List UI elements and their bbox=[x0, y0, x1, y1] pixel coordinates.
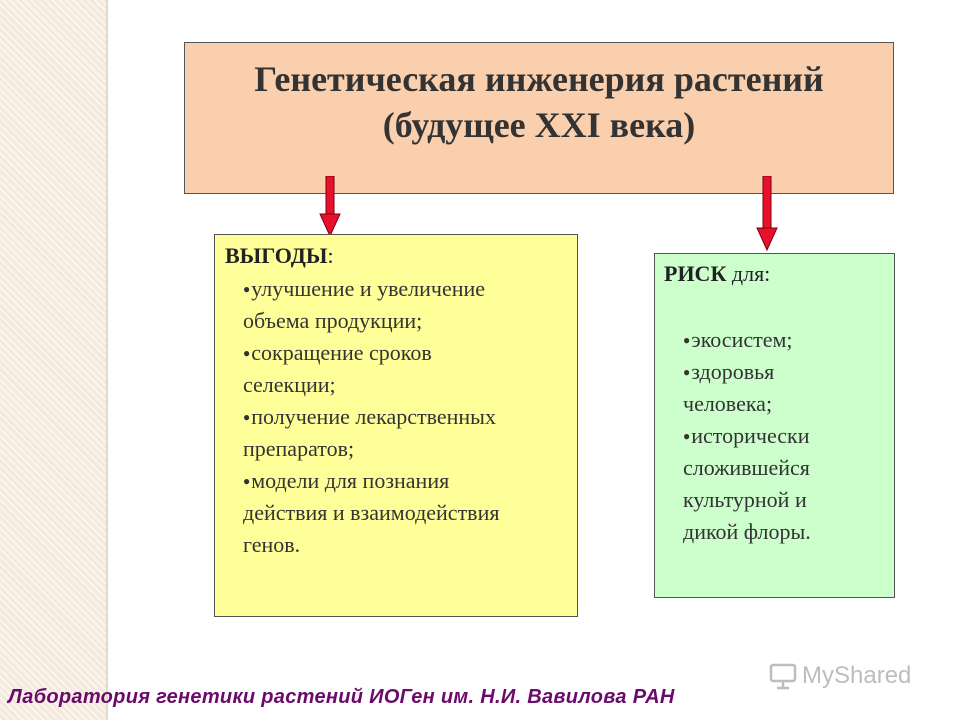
list-item: сложившейся bbox=[683, 452, 811, 484]
decorative-stripe-edge bbox=[106, 0, 108, 720]
list-item: ●получение лекарственных bbox=[243, 401, 499, 433]
bullet-icon: ● bbox=[243, 346, 251, 360]
bullet-icon: ● bbox=[243, 282, 251, 296]
list-item: ●улучшение и увеличение bbox=[243, 273, 499, 305]
bullet-icon: ● bbox=[683, 333, 691, 347]
presentation-screen-icon bbox=[769, 663, 797, 690]
list-item-text: здоровья bbox=[691, 359, 775, 384]
list-item-text: сложившейся bbox=[683, 455, 810, 480]
list-item: селекции; bbox=[243, 369, 499, 401]
bullet-icon: ● bbox=[683, 429, 691, 443]
list-item-text: экосистем; bbox=[691, 327, 793, 352]
list-item: генов. bbox=[243, 529, 499, 561]
list-item-text: модели для познания bbox=[251, 468, 450, 493]
list-item-text: улучшение и увеличение bbox=[251, 276, 486, 301]
bullet-icon: ● bbox=[243, 474, 251, 488]
benefits-heading: ВЫГОДЫ: bbox=[225, 243, 334, 268]
title-line-1: Генетическая инженерия растений bbox=[254, 59, 824, 99]
list-item-text: объема продукции; bbox=[243, 308, 423, 333]
arrow-down-icon bbox=[756, 176, 778, 252]
list-item: препаратов; bbox=[243, 433, 499, 465]
list-item: ●экосистем; bbox=[683, 324, 811, 356]
list-item: ●исторически bbox=[683, 420, 811, 452]
list-item-text: человека; bbox=[683, 391, 773, 416]
title-line-2: (будущее XXI века) bbox=[382, 105, 696, 145]
watermark: MyShared bbox=[768, 656, 911, 696]
bullet-icon: ● bbox=[243, 410, 251, 424]
list-item: ●модели для познания bbox=[243, 465, 499, 497]
watermark-text: MyShared bbox=[802, 662, 912, 689]
risk-heading: РИСК для: bbox=[664, 261, 771, 286]
list-item: дикой флоры. bbox=[683, 516, 811, 548]
list-item: культурной и bbox=[683, 484, 811, 516]
list-item-text: сокращение сроков bbox=[251, 340, 432, 365]
list-item-text: дикой флоры. bbox=[683, 519, 811, 544]
list-item-text: генов. bbox=[243, 532, 301, 557]
list-item: ●сокращение сроков bbox=[243, 337, 499, 369]
list-item-text: селекции; bbox=[243, 372, 336, 397]
list-item-text: получение лекарственных bbox=[251, 404, 496, 429]
list-item-text: исторически bbox=[691, 423, 810, 448]
bullet-icon: ● bbox=[683, 365, 691, 379]
footer-caption: Лаборатория генетики растений ИОГен им. … bbox=[8, 686, 675, 708]
list-item: человека; bbox=[683, 388, 811, 420]
title-box: Генетическая инженерия растений (будущее… bbox=[184, 42, 894, 194]
list-item: ●здоровья bbox=[683, 356, 811, 388]
list-item-text: культурной и bbox=[683, 487, 807, 512]
arrow-down-icon bbox=[319, 176, 341, 238]
list-item-text: действия и взаимодействия bbox=[243, 500, 500, 525]
decorative-stripe bbox=[0, 0, 106, 720]
list-item: объема продукции; bbox=[243, 305, 499, 337]
list-item: действия и взаимодействия bbox=[243, 497, 499, 529]
list-item-text: препаратов; bbox=[243, 436, 355, 461]
